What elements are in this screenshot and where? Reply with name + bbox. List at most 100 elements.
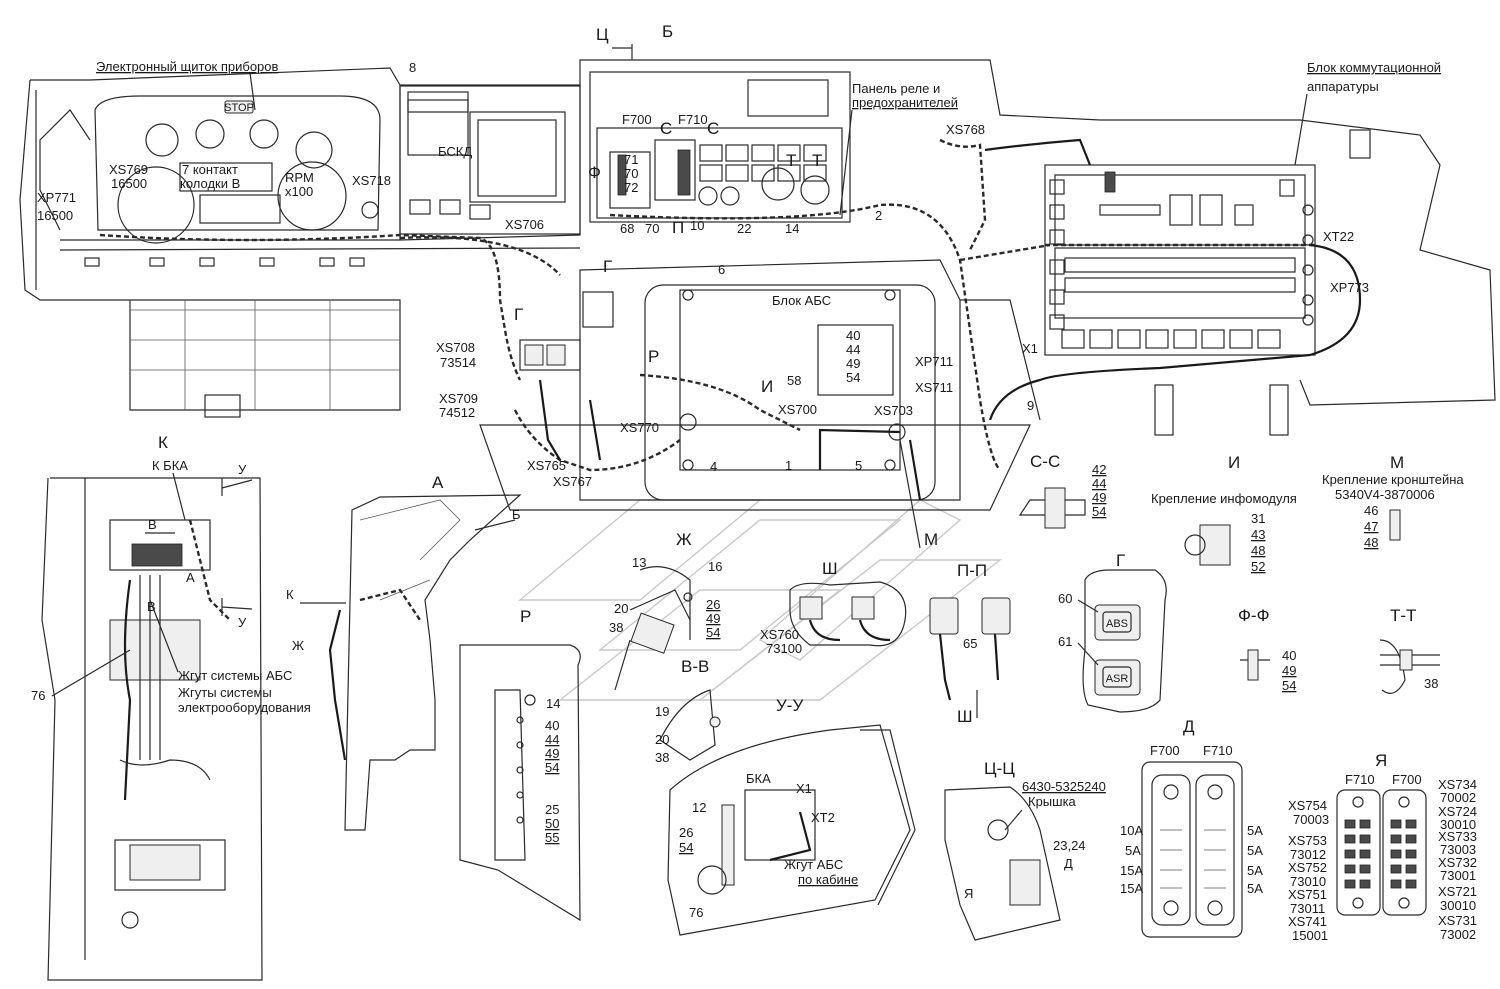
- view-sh-xs760: XS760: [760, 627, 799, 642]
- instrument-cluster-label: Электронный щиток приборов: [96, 59, 279, 74]
- view-a-title: А: [432, 473, 444, 492]
- contact-note-2: колодки В: [180, 176, 240, 191]
- callout-4: 4: [710, 459, 717, 474]
- view-label-b: Б: [662, 22, 673, 41]
- section-pp-title: П-П: [957, 561, 987, 580]
- dashboard-assembly: STOP RPM x100 БСКД: [19, 22, 1496, 549]
- section-i-52: 52: [1251, 559, 1265, 574]
- view-k-title: К: [158, 433, 168, 452]
- section-m-48: 48: [1364, 535, 1378, 550]
- section-pp-65: 65: [963, 636, 977, 651]
- section-mark-g: Г: [603, 257, 612, 276]
- view-ya-r2-conn: XS724: [1438, 804, 1477, 819]
- view-a: А Б К Ж: [286, 473, 522, 831]
- switching-unit-label-1: Блок коммутационной: [1307, 60, 1441, 75]
- view-ya-r5-wire: 30010: [1440, 898, 1476, 913]
- callout-8: 8: [409, 60, 416, 75]
- view-ya-l4-wire: 73011: [1290, 901, 1325, 916]
- section-m-caption-1: Крепление кронштейна: [1322, 472, 1464, 487]
- connector-xt22: XT22: [1323, 229, 1354, 244]
- view-ya-l2-wire: 73012: [1290, 847, 1326, 862]
- section-ss: С-С 42 44 49 54: [1018, 452, 1106, 529]
- view-zh-54: 54: [706, 625, 720, 640]
- connector-xs706: XS706: [505, 217, 544, 232]
- view-r: Р 14 40 44 49 54 25 50 55: [459, 607, 581, 922]
- view-ya: Я F710 F700 XS754 70003 XS753 73012 XS75…: [1288, 751, 1477, 943]
- callout-14: 14: [785, 221, 799, 236]
- callout-40: 40: [846, 328, 860, 343]
- view-zh: Ж 13 16 20 38 26 49 54: [609, 530, 722, 691]
- section-i-43: 43: [1251, 527, 1265, 542]
- section-uu-harness-1: Жгут АБС: [784, 857, 843, 872]
- view-d-left-3: 15A: [1120, 863, 1143, 878]
- connector-xs708: XS708: [436, 340, 475, 355]
- view-d-right-3: 5A: [1247, 863, 1263, 878]
- view-r-title: Р: [520, 607, 531, 626]
- view-k-v2: В: [147, 599, 156, 614]
- section-vv-38: 38: [655, 750, 669, 765]
- view-zh-title: Ж: [676, 530, 692, 549]
- section-mark-c2: С: [707, 119, 719, 138]
- section-tt-title: Т-Т: [1390, 606, 1416, 625]
- view-ya-l4-conn: XS751: [1288, 887, 1327, 902]
- section-tsts-title: Ц-Ц: [984, 759, 1015, 778]
- section-m-47: 47: [1364, 519, 1378, 534]
- view-ya-r6-wire: 73002: [1440, 927, 1476, 942]
- section-pp-arrow-sh: Ш: [957, 707, 973, 726]
- section-vv-19: 19: [655, 704, 669, 719]
- fuse-f700: F700: [622, 112, 652, 127]
- section-tsts-part-name: Крышка: [1028, 794, 1077, 809]
- section-mark-m: М: [924, 530, 938, 549]
- view-ya-l2-conn: XS753: [1288, 833, 1327, 848]
- section-mark-f: Ф: [588, 163, 601, 182]
- connector-xs765: XS765: [527, 458, 566, 473]
- bskd-label: БСКД: [438, 144, 472, 159]
- callout-72: 72: [624, 180, 638, 195]
- section-uu-xt2: XT2: [811, 810, 835, 825]
- view-ya-terminals: [1344, 819, 1417, 889]
- view-ya-l5-wire: 15001: [1292, 928, 1328, 943]
- section-m-title: М: [1390, 453, 1404, 472]
- section-uu-76: 76: [689, 905, 703, 920]
- section-uu-54: 54: [679, 840, 693, 855]
- view-zh-20: 20: [614, 601, 628, 616]
- view-sh: Ш XS760 73100: [760, 559, 907, 656]
- section-mark-t2: Т: [812, 151, 822, 170]
- view-zh-16: 16: [708, 559, 722, 574]
- abs-unit-label: Блок АБС: [772, 293, 831, 308]
- view-d: Д F700 F710 10A 5A 15A 15A 5A 5A 5A 5A: [1120, 717, 1263, 938]
- callout-5: 5: [855, 458, 862, 473]
- section-ss-42: 42: [1092, 462, 1106, 477]
- section-g-61: 61: [1058, 634, 1072, 649]
- section-ff-49: 49: [1282, 663, 1296, 678]
- contact-note-1: 7 контакт: [182, 162, 238, 177]
- asr-button-label: ASR: [1106, 673, 1129, 685]
- section-ff-40: 40: [1282, 648, 1296, 663]
- view-r-54: 54: [545, 760, 559, 775]
- view-r-50: 50: [545, 816, 559, 831]
- section-ss-title: С-С: [1030, 452, 1060, 471]
- section-ff-54: 54: [1282, 678, 1296, 693]
- connector-xs700: XS700: [778, 402, 817, 417]
- switching-unit-slots: [1049, 171, 1314, 349]
- section-ff: Ф-Ф 40 49 54: [1238, 606, 1296, 693]
- view-d-left-1: 10A: [1120, 823, 1143, 838]
- view-k-harness-abs: Жгут системы АБС: [178, 668, 292, 683]
- view-d-left-2: 5A: [1125, 843, 1141, 858]
- view-d-right-1: 5A: [1247, 823, 1263, 838]
- view-k: К К БКА У В А В У 76 Жгут системы АБС Жг…: [31, 433, 311, 981]
- view-k-u-bottom: У: [238, 615, 247, 630]
- section-uu-title: У-У: [776, 696, 803, 715]
- view-k-u-top: У: [238, 462, 247, 477]
- view-ya-r1-wire: 70002: [1440, 790, 1476, 805]
- section-mark-c: С: [660, 119, 672, 138]
- connector-xs769: XS769: [109, 162, 148, 177]
- section-pp: П-П 65 Ш: [929, 561, 1011, 726]
- section-m-caption-2: 5340V4-3870006: [1335, 487, 1435, 502]
- section-m-46: 46: [1364, 503, 1378, 518]
- view-a-b: Б: [512, 507, 521, 522]
- section-i-31: 31: [1251, 511, 1265, 526]
- view-k-a: А: [186, 570, 195, 585]
- view-r-49: 49: [545, 746, 559, 761]
